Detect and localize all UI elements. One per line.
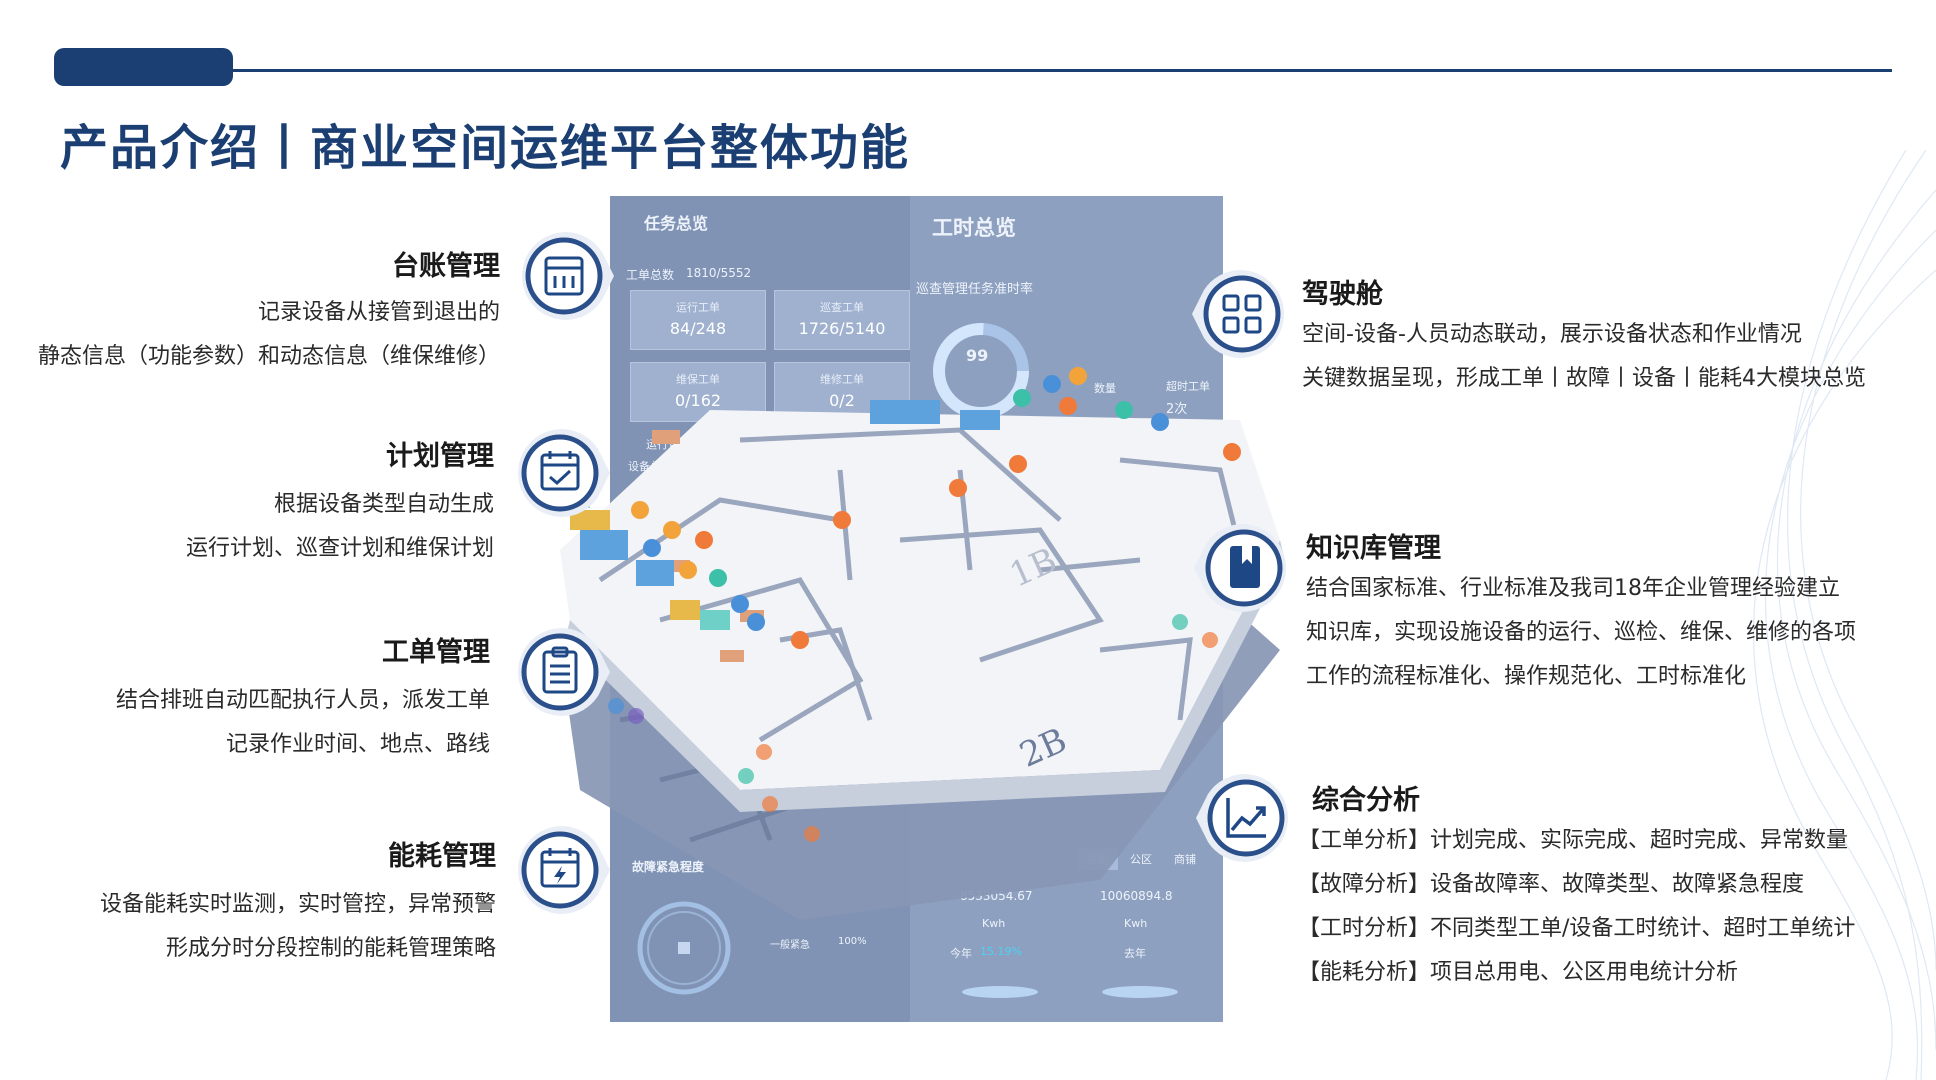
fault-level-title: 故障紧急程度: [632, 860, 705, 874]
energy-glow-bases: [962, 986, 1178, 998]
order-total-value: 1810/5552: [686, 266, 752, 280]
energy-last-value: 10060894.8: [1100, 889, 1173, 903]
inspection-rate-label: 巡查管理任务准时率: [916, 282, 1034, 297]
task-overview-title: 任务总览: [644, 214, 709, 233]
feature-plan-line-2: 运行计划、巡查计划和维保计划: [185, 536, 494, 561]
feature-workorder-line-2: 记录作业时间、地点、路线: [225, 732, 490, 757]
header-pill: [54, 48, 233, 86]
overtime-value: 2次: [1166, 402, 1188, 417]
book-icon: [1194, 524, 1286, 612]
feature-workorder: 工单管理 结合排班自动匹配执行人员，派发工单 记录作业时间、地点、路线: [116, 630, 490, 767]
feature-plan-title: 计划管理: [386, 441, 494, 472]
feature-ledger-line-2: 静态信息（功能参数）和动态信息（维保维修）: [37, 344, 500, 369]
workhour-overview-title: 工时总览: [932, 216, 1016, 240]
isometric-floor-plan: [560, 400, 1285, 920]
feature-ledger: 台账管理 记录设备从接管到退出的 静态信息（功能参数）和动态信息（维保维修）: [38, 244, 500, 379]
calendar-check-icon: [518, 429, 610, 517]
this-year-label: 今年: [950, 947, 972, 960]
background-wave-decoration: [1753, 150, 1936, 1080]
yoy-value: 15.19%: [980, 945, 1022, 958]
feature-knowledge-title: 知识库管理: [1306, 533, 1441, 564]
last-year-label: 去年: [1124, 947, 1146, 960]
page-title: 产品介绍丨商业空间运维平台整体功能: [60, 120, 911, 176]
clipboard-list-icon: [518, 628, 610, 716]
energy-unit-last: Kwh: [1124, 917, 1148, 930]
fault-legend: 一般紧急: [770, 940, 810, 951]
feature-energy-title: 能耗管理: [388, 841, 496, 872]
energy-unit-this: Kwh: [982, 917, 1006, 930]
map-pin-markers: [608, 367, 1241, 842]
feature-plan: 计划管理 根据设备类型自动生成 运行计划、巡查计划和维保计划: [186, 434, 494, 571]
ledger-icon: [522, 232, 614, 320]
feature-knowledge-line-2: 知识库，实现设施设备的运行、巡检、维保、维修的各项: [1306, 620, 1857, 645]
feature-knowledge: 知识库管理 结合国家标准、行业标准及我司18年企业管理经验建立 知识库，实现设施…: [1306, 526, 1856, 699]
feature-analysis: 综合分析 【工单分析】计划完成、实际完成、超时完成、异常数量 【故障分析】设备故…: [1298, 778, 1855, 995]
feature-energy: 能耗管理 设备能耗实时监测，实时管控，异常预警 形成分时分段控制的能耗管理策略: [100, 834, 496, 971]
energy-tab-public: 公区: [1130, 853, 1152, 866]
feature-analysis-line-3: 【工时分析】不同类型工单/设备工时统计、超时工单统计: [1298, 916, 1856, 941]
feature-ledger-title: 台账管理: [392, 251, 500, 282]
feature-workorder-line-1: 结合排班自动匹配执行人员，派发工单: [115, 688, 490, 713]
dashboard-grid-icon: [1192, 270, 1284, 358]
header-line: [232, 69, 1892, 72]
feature-analysis-line-2: 【故障分析】设备故障率、故障类型、故障紧急程度: [1298, 872, 1805, 897]
gauge-value: 99: [966, 346, 989, 365]
fault-level-gauge: [637, 901, 731, 995]
feature-cockpit-line-2: 关键数据呈现，形成工单丨故障丨设备丨能耗4大模块总览: [1302, 366, 1866, 391]
calendar-bolt-icon: [518, 826, 610, 914]
feature-workorder-title: 工单管理: [382, 637, 490, 668]
feature-analysis-line-4: 【能耗分析】项目总用电、公区用电统计分析: [1298, 960, 1739, 985]
feature-cockpit-title: 驾驶舱: [1302, 279, 1383, 310]
order-total-label: 工单总数: [626, 268, 675, 282]
feature-cockpit: 驾驶舱 空间-设备-人员动态联动，展示设备状态和作业情况 关键数据呈现，形成工单…: [1302, 272, 1866, 401]
feature-plan-line-1: 根据设备类型自动生成: [273, 492, 494, 517]
overtime-label: 超时工单: [1166, 380, 1210, 393]
fault-pct: 100%: [838, 936, 867, 947]
feature-energy-line-1: 设备能耗实时监测，实时管控，异常预警: [99, 892, 496, 917]
count-label: 数量: [1094, 382, 1116, 395]
feature-cockpit-line-1: 空间-设备-人员动态联动，展示设备状态和作业情况: [1302, 322, 1802, 347]
feature-analysis-title: 综合分析: [1312, 785, 1420, 816]
feature-energy-line-2: 形成分时分段控制的能耗管理策略: [165, 936, 496, 961]
feature-analysis-line-1: 【工单分析】计划完成、实际完成、超时完成、异常数量: [1298, 828, 1849, 853]
energy-tab-shops: 商铺: [1174, 853, 1196, 866]
feature-knowledge-line-3: 工作的流程标准化、操作规范化、工时标准化: [1306, 664, 1747, 689]
feature-ledger-line-1: 记录设备从接管到退出的: [257, 300, 500, 325]
trend-chart-icon: [1196, 774, 1288, 862]
feature-knowledge-line-1: 结合国家标准、行业标准及我司18年企业管理经验建立: [1306, 576, 1840, 601]
